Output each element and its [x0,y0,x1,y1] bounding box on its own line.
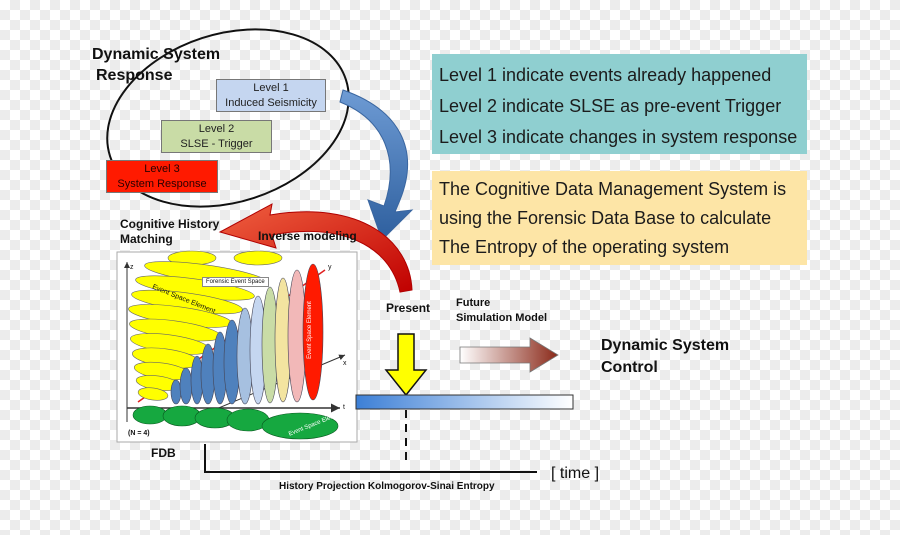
response-ellipse [106,28,350,208]
cdms-info-panel: The Cognitive Data Management System is … [432,171,807,265]
info-line: Level 3 indicate changes in system respo… [439,127,798,147]
level-2-box: Level 2 SLSE - Trigger [161,120,272,153]
future-label: Future Simulation Model [456,297,548,324]
history-bracket [204,444,537,473]
info-line: Level 1 indicate events already happened [439,65,772,85]
forensic-label: Forensic Event Space [202,277,269,287]
time-label: [ time ] [551,465,600,482]
info-line: The Entropy of the operating system [439,237,730,257]
axis-z-label: z [130,264,134,271]
control-label: Dynamic System Control [601,337,730,376]
axis-y-label: y [328,264,332,271]
cognitive-label: Cognitive History Matching [120,217,220,246]
level-3-box: Level 3 System Response [106,160,218,193]
present-down-arrow [384,333,428,397]
info-line: The Cognitive Data Management System is [439,179,787,199]
present-label: Present [386,301,431,315]
info-line: Level 2 indicate SLSE as pre-event Trigg… [439,96,782,116]
vertical-ellipse-row [170,263,324,405]
yellow-ellipse-stack [128,261,268,401]
axis-t-label: t [343,404,345,411]
future-arrow [459,337,559,373]
level-1-box: Level 1 Induced Seismicity [216,79,326,112]
green-ellipse-row [132,405,339,440]
event-element-label-red: Event Space Element [306,301,313,359]
axis-x-label: x [343,360,347,367]
response-title: Dynamic System Response [92,46,221,84]
n-label: (N = 4) [128,430,150,437]
yellow-ellipse-top [233,250,283,266]
inverse-modeling-label: Inverse modeling [258,229,357,243]
fdb-label: FDB [151,446,176,460]
blue-curved-arrow [339,89,414,241]
info-line: using the Forensic Data Base to calculat… [439,208,772,228]
history-label: History Projection Kolmogorov-Sinai Entr… [279,481,495,492]
red-curved-arrow [218,203,413,293]
levels-info-panel: Level 1 indicate events already happened… [432,54,807,154]
timeline-bar [355,394,574,410]
